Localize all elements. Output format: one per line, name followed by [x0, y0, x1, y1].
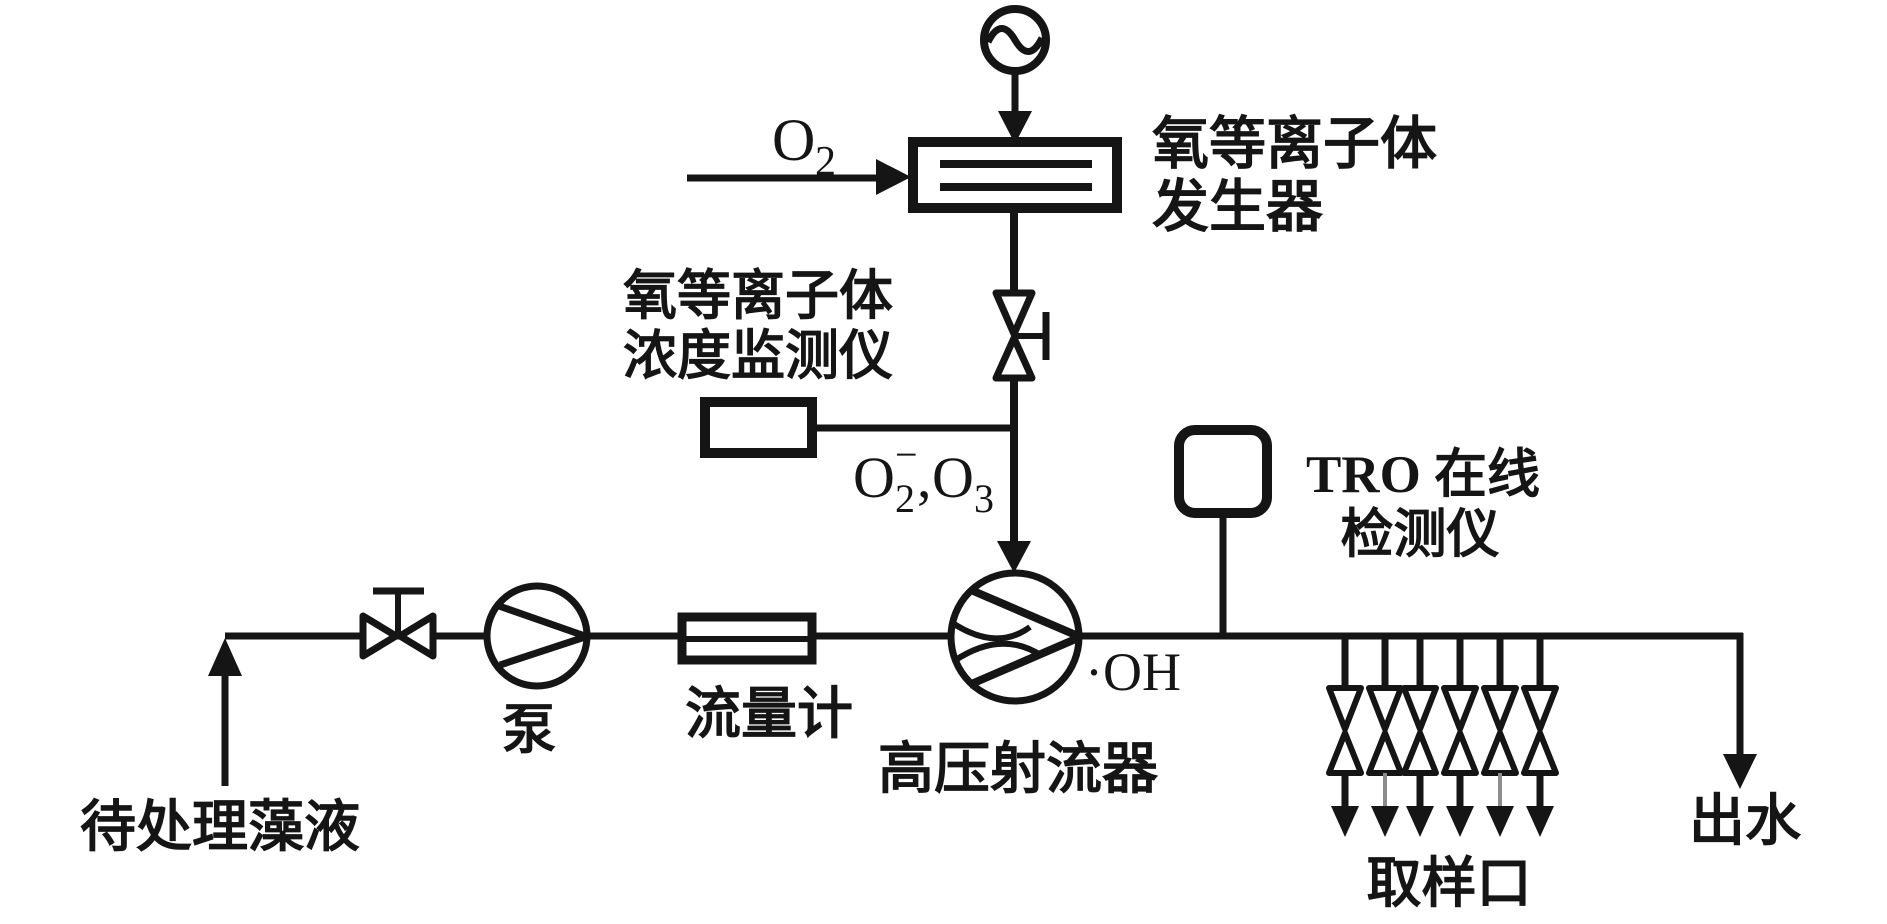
sampling-valve-top-triangle [1401, 685, 1439, 732]
sampling-valve-bottom-triangle [1326, 730, 1364, 776]
control-valve-bottom-triangle [992, 334, 1036, 382]
mixture-base2: O [932, 445, 974, 510]
jet-curve-bottom [952, 640, 1044, 664]
generator-label-line1: 氧等离子体 [1152, 113, 1437, 176]
o2-label-sub: 2 [815, 139, 836, 185]
sampling-arrow-icon [1331, 806, 1359, 837]
feed-arrow-icon [208, 638, 242, 676]
control-valve-icon [992, 289, 1050, 382]
sampling-valve-bottom-triangle [1366, 730, 1404, 776]
pump-triangle-top [497, 602, 587, 640]
feed-inlet: 待处理藻液 [80, 638, 360, 859]
sampling-valve-icon [1481, 638, 1519, 837]
water-outlet: 出水 [1689, 633, 1802, 853]
pump-label: 泵 [502, 700, 556, 760]
outlet-arrow-icon [1723, 754, 1757, 789]
flow-meter-label: 流量计 [685, 684, 853, 746]
sampling-arrow-icon [1486, 806, 1514, 837]
jet-curve-top [949, 619, 1032, 642]
sampling-valve-icon [1441, 638, 1479, 837]
gate-valve-left-triangle [359, 612, 400, 660]
mixture-sub2: 3 [974, 476, 994, 521]
sampling-valve-icon [1521, 638, 1559, 837]
concentration-monitor: 氧等离子体 浓度监测仪 [623, 266, 1014, 458]
oxygen-inlet: O 2 [687, 107, 911, 195]
flow-meter-icon: 流量计 [677, 612, 853, 746]
sampling-valve-bottom-triangle [1401, 730, 1439, 776]
jet-line-bottom [967, 634, 1080, 689]
hydroxyl-label: ·OH [1085, 642, 1181, 702]
sampling-arrow-icon [1526, 806, 1554, 837]
tro-detector: TRO 在线 检测仪 [1174, 425, 1540, 636]
plasma-generator: 氧等离子体 发生器 [908, 113, 1437, 239]
o2-label-base: O [772, 107, 815, 173]
mixture-sub1: 2 [895, 476, 915, 521]
ac-power-source-icon [980, 5, 1050, 144]
generator-box [908, 137, 1122, 213]
monitor-label-line1: 氧等离子体 [623, 266, 893, 326]
pump-icon: 泵 [483, 582, 591, 760]
monitor-box [700, 397, 817, 458]
sampling-valve-top-triangle [1521, 685, 1559, 732]
feed-label: 待处理藻液 [80, 797, 360, 859]
mixture-base1: O [853, 445, 895, 510]
gas-feed-line [997, 378, 1031, 573]
o2-arrow-icon [876, 159, 911, 195]
ac-arrow-icon [998, 111, 1032, 144]
pump-circle [483, 582, 591, 690]
sampling-label: 取样口 [1366, 853, 1531, 914]
generator-label-line2: 发生器 [1152, 176, 1324, 239]
outlet-label: 出水 [1689, 791, 1802, 853]
tro-label-line2: 检测仪 [1341, 505, 1500, 564]
tro-box [1174, 425, 1272, 518]
mixture-comma: , [917, 445, 932, 510]
sampling-valve-bottom-triangle [1521, 730, 1559, 776]
high-pressure-jet-icon: 高压射流器 [878, 569, 1159, 801]
sampling-valve-icon [1366, 638, 1404, 837]
gas-arrow-icon [997, 541, 1031, 573]
gate-valve-right-triangle [396, 612, 437, 660]
gas-mixture-label: O 2 − , O 3 [853, 432, 994, 521]
sampling-valve-top-triangle [1326, 685, 1364, 732]
sampling-valve-icon [1326, 638, 1364, 837]
ac-sine-wave [984, 25, 1046, 55]
sampling-valve-icon [1401, 638, 1439, 837]
sampling-ports: 取样口 [1326, 638, 1559, 914]
sampling-arrow-icon [1371, 806, 1399, 837]
sampling-arrow-icon [1406, 806, 1434, 837]
gate-valve-icon [359, 587, 437, 660]
sampling-valve-top-triangle [1366, 685, 1404, 732]
jet-label: 高压射流器 [878, 739, 1159, 801]
pump-triangle-bottom [498, 633, 587, 669]
mixture-sup1: − [895, 432, 918, 477]
tro-label-line1: TRO 在线 [1306, 445, 1540, 504]
sampling-valve-top-triangle [1481, 685, 1519, 732]
sampling-valve-top-triangle [1441, 685, 1479, 732]
jet-line-top [969, 586, 1080, 640]
sampling-arrow-icon [1446, 806, 1474, 837]
sampling-valve-bottom-triangle [1441, 730, 1479, 776]
control-valve-top-triangle [992, 289, 1036, 338]
sampling-valve-bottom-triangle [1481, 730, 1519, 776]
monitor-label-line2: 浓度监测仪 [623, 326, 893, 386]
